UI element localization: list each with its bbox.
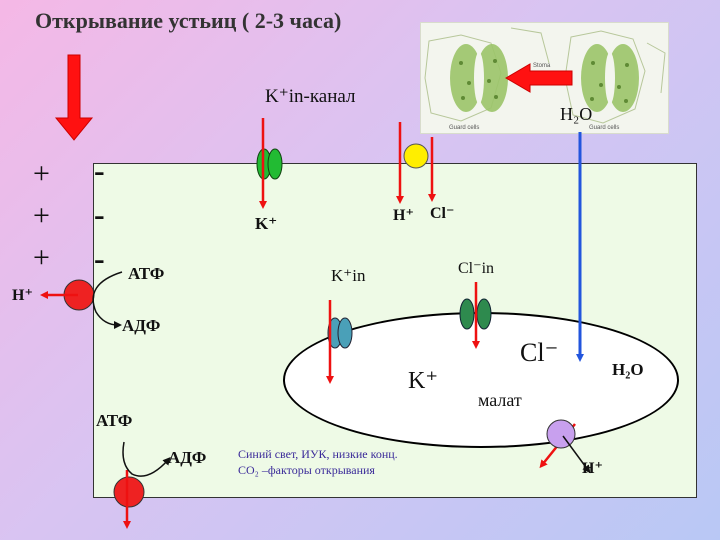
cl-channel-tonoplast — [459, 298, 492, 330]
h-out-arrow — [562, 435, 591, 474]
atp-label-bottom: АТФ — [96, 411, 133, 430]
atp-label-top: АТФ — [128, 264, 165, 283]
k-label-top: K⁺ — [255, 214, 278, 233]
cl-label-top: Cl⁻ — [430, 205, 455, 222]
water-label-top: H₂O — [560, 104, 593, 124]
cl-in-label: Cl⁻in — [458, 260, 495, 277]
water-label-right: H₂O — [612, 360, 644, 379]
page-title: Открывание устьиц ( 2-3 часа) — [35, 8, 342, 33]
plus-charge-1: + — [33, 157, 50, 190]
symporter-yellow — [403, 143, 429, 169]
k-channel-tonoplast — [327, 317, 353, 349]
k-channel-top — [256, 148, 283, 180]
adp-label-bottom: АДФ — [168, 448, 207, 467]
k-label-vacuole: K⁺ — [408, 368, 438, 394]
channel-label: K⁺in-канал — [265, 86, 356, 107]
minus-charge-3: - — [94, 240, 105, 276]
adp-label-top: АДФ — [122, 316, 161, 335]
opening-factors-line2: CO₂ –факторы открывания — [238, 463, 375, 477]
cl-label-vacuole: Cl⁻ — [520, 338, 559, 367]
big-down-arrow — [54, 54, 94, 141]
h-label-bottom: H⁺ — [582, 460, 603, 477]
plus-charge-2: + — [33, 199, 50, 232]
pointer-arrow — [505, 63, 573, 93]
h-pump-bottom — [113, 476, 145, 508]
minus-charge-2: - — [94, 196, 105, 232]
h-label-top: H⁺ — [393, 207, 414, 224]
guard-cells-label-left: Guard cells — [449, 125, 479, 131]
atp-adp-curve-top — [92, 271, 123, 329]
atp-adp-curve-bottom — [122, 441, 171, 477]
guard-cells-label-right: Guard cells — [589, 125, 619, 131]
k-in-label: K⁺in — [331, 266, 366, 285]
h-pump-tonoplast — [546, 419, 576, 449]
h-label-left: H⁺ — [12, 287, 33, 304]
opening-factors-line1: Синий свет, ИУК, низкие конц. — [238, 447, 398, 461]
stoma-label: Stoma — [533, 63, 551, 69]
plus-charge-3: + — [33, 241, 50, 274]
malate-label: малат — [478, 390, 522, 410]
minus-charge-1: - — [94, 152, 105, 188]
